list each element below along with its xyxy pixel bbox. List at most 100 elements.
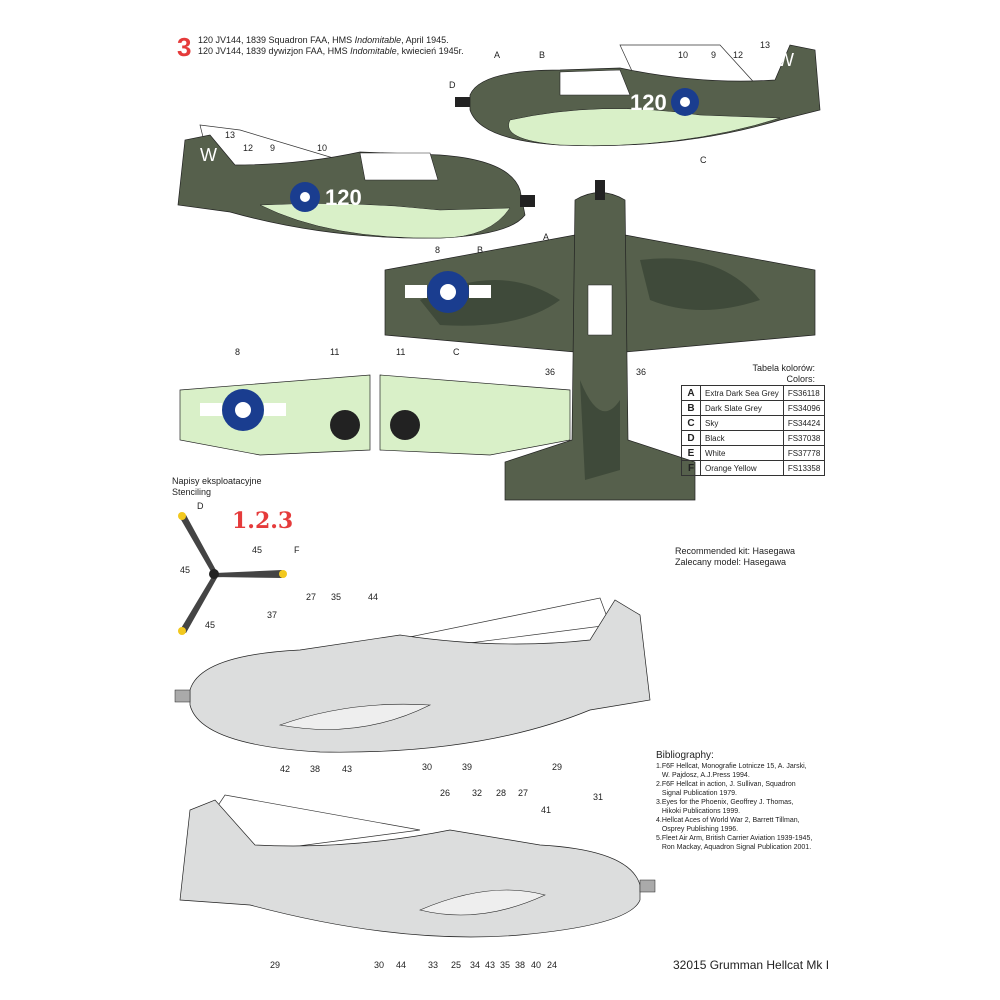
- side-view-left: [177, 124, 535, 239]
- side-view-right: [455, 44, 821, 147]
- callout: 35: [500, 960, 511, 970]
- callout: 44: [396, 960, 407, 970]
- callout: 11: [396, 347, 406, 357]
- fs-code: FS36118: [782, 385, 826, 401]
- callout: 13: [760, 40, 771, 50]
- bibliography-item: 1.F6F Hellcat, Monografie Lotnicze 15, A…: [656, 763, 807, 770]
- color-letter: B: [681, 400, 701, 416]
- caption-text: , April 1945.: [401, 35, 449, 45]
- bibliography-item: W. Pajdosz, A.J.Press 1994.: [656, 772, 750, 779]
- kit-en: Recommended kit: Hasegawa: [675, 546, 796, 556]
- callout: 10: [317, 143, 328, 153]
- title-pl: Tabela kolorów:: [752, 363, 815, 373]
- callout: 43: [485, 960, 496, 970]
- title-en: Colors:: [786, 374, 815, 384]
- title-pl: Napisy eksploatacyjne: [172, 476, 262, 486]
- color-letter: E: [681, 445, 701, 461]
- bibliography: Bibliography: 1.F6F Hellcat, Monografie …: [656, 750, 812, 852]
- ship-name: Indomitable: [354, 35, 402, 45]
- callout: A: [494, 50, 501, 60]
- scheme-number: 3: [177, 32, 192, 62]
- callout: 11: [330, 347, 340, 357]
- caption-text: 120 JV144, 1839 dywizjon FAA, HMS: [198, 46, 351, 56]
- tail-letter-left: W: [200, 145, 217, 165]
- callout: B: [477, 245, 484, 255]
- caption-text: 120 JV144, 1839 Squadron FAA, HMS: [198, 35, 355, 45]
- callout: 27: [306, 592, 317, 602]
- color-letter: A: [681, 385, 701, 401]
- callout: 10: [678, 50, 689, 60]
- bibliography-item: Signal Publication 1979.: [656, 790, 737, 797]
- fs-code: FS34096: [782, 400, 826, 416]
- callout: 27: [518, 788, 529, 798]
- callout: 32: [472, 788, 483, 798]
- callout: A: [543, 232, 550, 242]
- callout: 8: [235, 347, 241, 357]
- aircraft-code-top: 120: [630, 90, 667, 115]
- callout: 31: [593, 792, 604, 802]
- fs-code: FS37778: [782, 445, 826, 461]
- callout: 29: [552, 762, 563, 772]
- callout: 38: [310, 764, 321, 774]
- callout: 9: [711, 50, 717, 60]
- color-table-title: Tabela kolorów:Colors:: [735, 363, 815, 385]
- bibliography-item: 2.F6F Hellcat in action, J. Sullivan, Sq…: [656, 781, 796, 788]
- color-letter: C: [681, 415, 701, 431]
- title-en: Stenciling: [172, 487, 212, 497]
- color-name: Orange Yellow: [700, 460, 784, 476]
- callout: D: [449, 80, 456, 90]
- bibliography-item: Osprey Publishing 1996.: [656, 826, 739, 833]
- callout: 13: [225, 130, 236, 140]
- color-letter: F: [681, 460, 701, 476]
- callout: 28: [496, 788, 507, 798]
- callout: C: [453, 347, 460, 357]
- callout: 30: [374, 960, 385, 970]
- tail-letter-top: W: [777, 50, 794, 70]
- color-name: Sky: [700, 415, 784, 431]
- callout: F: [294, 545, 300, 555]
- fs-code: FS34424: [782, 415, 826, 431]
- callout: 45: [205, 620, 216, 630]
- callout: 36: [545, 367, 556, 377]
- callout: 25: [451, 960, 462, 970]
- callout: 41: [541, 805, 552, 815]
- callout: 38: [515, 960, 526, 970]
- callout: 29: [270, 960, 281, 970]
- scheme-caption-en: 120 JV144, 1839 Squadron FAA, HMS Indomi…: [198, 35, 449, 46]
- callout: 33: [428, 960, 439, 970]
- stencil-side-view-lower: [179, 794, 656, 938]
- product-title: 32015 Grumman Hellcat Mk I: [673, 958, 830, 972]
- fs-code: FS37038: [782, 430, 826, 446]
- callout: B: [539, 50, 546, 60]
- callout: C: [700, 155, 707, 165]
- callout: 40: [531, 960, 542, 970]
- color-name: Dark Slate Grey: [700, 400, 784, 416]
- callout: 43: [342, 764, 353, 774]
- kit-pl: Zalecany model: Hasegawa: [675, 557, 787, 567]
- callout: 9: [270, 143, 276, 153]
- stencil-side-view-upper: [174, 597, 651, 753]
- bibliography-item: 5.Fleet Air Arm, British Carrier Aviatio…: [656, 835, 813, 842]
- callout: 26: [440, 788, 451, 798]
- caption-text: , kwiecień 1945r.: [396, 46, 464, 56]
- bibliography-item: 4.Hellcat Aces of World War 2, Barrett T…: [656, 817, 800, 824]
- callout: 12: [243, 143, 254, 153]
- bibliography-item: Hikoki Publications 1999.: [656, 808, 741, 815]
- color-name: Extra Dark Sea Grey: [700, 385, 784, 401]
- color-name: White: [700, 445, 784, 461]
- callout: 44: [368, 592, 379, 602]
- plan-view: [384, 180, 816, 501]
- callout: D: [197, 501, 204, 511]
- callout: 8: [435, 245, 441, 255]
- wing-underside: [179, 374, 571, 456]
